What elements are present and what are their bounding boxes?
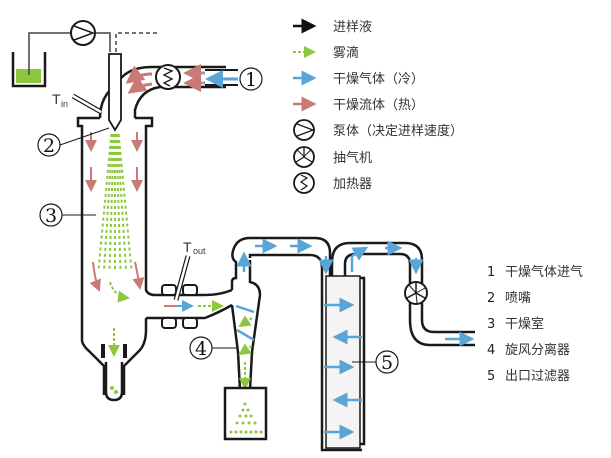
powder-particle [254,430,258,434]
product-collector [223,386,268,441]
droplet-stream [116,133,127,271]
droplet-stream [115,133,122,271]
filter-flow-arrows [324,297,362,440]
callout-leaders [59,127,376,363]
svg-text:雾滴: 雾滴 [333,45,359,61]
exhaust-pipe [408,300,475,347]
droplet-stream [97,133,113,271]
svg-text:干燥室: 干燥室 [505,316,544,332]
feed-beaker [11,52,47,88]
svg-text:泵体（决定进样速度）: 泵体（决定进样速度） [333,123,463,139]
t-in-label: T [52,91,61,107]
drying-chamber [76,116,156,402]
svg-text:进样液: 进样液 [333,20,372,35]
powder-particle [243,402,247,406]
exhaust-fan-icon [293,146,315,168]
svg-text:1: 1 [245,69,257,91]
svg-text:旋风分离器: 旋风分离器 [505,342,570,358]
legend-item-hot-gas: 干燥流体（热） [293,96,424,113]
svg-text:喷嘴: 喷嘴 [505,291,531,306]
powder-particle [239,430,243,434]
svg-text:3: 3 [487,317,495,332]
cyclone-separator [230,236,262,391]
feed-line [28,32,111,75]
pump-icon [293,119,315,141]
callout-1: 1 [239,67,263,91]
pump-icon [70,20,96,46]
powder-particle [235,421,239,425]
heater-icon [293,172,315,194]
powder-particle [259,430,263,434]
svg-text:1: 1 [487,265,495,280]
svg-text:干燥气体（冷）: 干燥气体（冷） [333,71,424,87]
part-1: 1 干燥气体进气 [487,264,583,280]
t-out-sensor: T out [173,239,206,301]
svg-text:抽气机: 抽气机 [333,150,372,166]
droplet-stream [103,133,114,271]
outlet-pipe [155,284,233,329]
powder-particle [249,430,253,434]
parts-list: 1 干燥气体进气 2 喷嘴 3 干燥室 4 旋风分离器 5 出口过滤器 [487,264,583,384]
legend-item-fan: 抽气机 [293,146,372,168]
powder-particle [253,421,257,425]
svg-text:加热器: 加热器 [333,177,372,192]
powder-particle [249,414,253,418]
legend-item-cold-gas: 干燥气体（冷） [293,70,424,87]
svg-text:5: 5 [487,369,495,384]
svg-text:4: 4 [195,338,207,360]
callout-4: 4 [189,336,213,360]
powder-particle [247,421,251,425]
powder-particle [244,430,248,434]
t-out-label: T [183,239,192,255]
part-2: 2 喷嘴 [487,291,531,306]
t-in-subscript: in [61,99,68,109]
legend-item-heater: 加热器 [293,172,372,194]
svg-text:干燥流体（热）: 干燥流体（热） [333,98,424,113]
inlet-flow-arrows [125,64,238,94]
legend-item-feed: 进样液 [293,18,372,35]
t-out-subscript: out [193,246,206,256]
powder-particle [241,408,245,412]
exhaust-fan-icon [404,281,428,305]
filter-duct [248,236,424,452]
svg-text:干燥气体进气: 干燥气体进气 [505,264,583,280]
powder-particle [238,414,242,418]
callout-3: 3 [39,203,63,227]
powder-particle [241,421,245,425]
heater-icon [155,64,181,90]
droplet-stream [108,133,115,271]
svg-text:4: 4 [487,343,495,358]
callout-5: 5 [375,350,399,374]
feed-liquid [16,69,41,83]
powder-particle [229,430,233,434]
legend-item-pump: 泵体（决定进样速度） [293,119,463,141]
powder-particle [234,430,238,434]
gas-line-dashed [115,32,160,52]
legend: 进样液 雾滴 干燥气体（冷） 干燥流体（热） 泵体（决定进样速度） [293,18,463,194]
droplet-stream [117,133,133,271]
svg-text:出口过滤器: 出口过滤器 [505,369,570,384]
svg-text:2: 2 [43,135,55,157]
part-4: 4 旋风分离器 [487,342,570,358]
hot-air-arrows [85,132,145,357]
powder-particle [244,414,248,418]
svg-text:5: 5 [381,352,393,374]
nozzle [108,53,122,132]
legend-item-droplet: 雾滴 [293,45,359,61]
part-3: 3 干燥室 [487,316,544,332]
droplet-spray [97,133,133,271]
svg-text:2: 2 [487,291,495,306]
t-in-sensor: T in [52,91,103,115]
powder-particle [246,408,250,412]
part-5: 5 出口过滤器 [487,369,570,384]
svg-text:3: 3 [45,205,57,227]
callout-2: 2 [37,133,61,157]
